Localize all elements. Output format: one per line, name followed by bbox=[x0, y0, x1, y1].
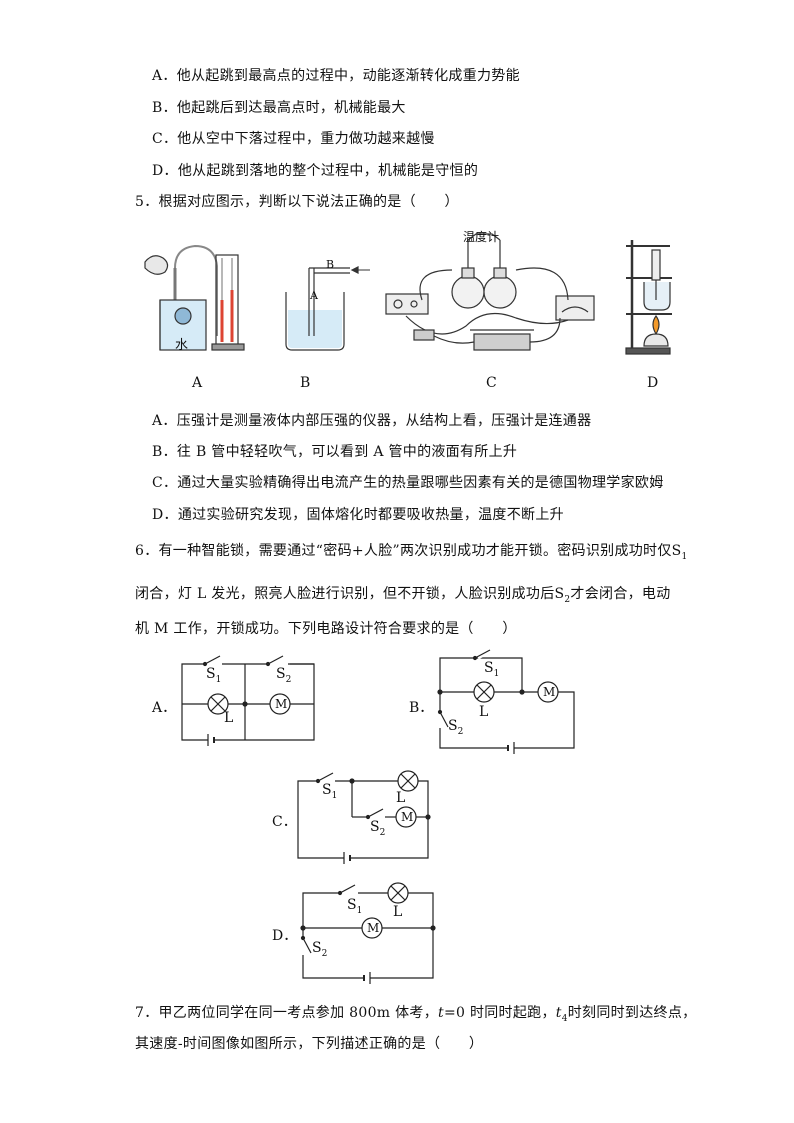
q7-stem-line1-a: 7．甲乙两位同学在同一考点参加 800m 体考， bbox=[135, 1005, 439, 1021]
fig-label-a: A bbox=[192, 375, 203, 391]
circuit-b-motor-label: M bbox=[543, 685, 556, 699]
circuit-a-s1: S1 bbox=[206, 666, 222, 685]
circuit-c-lamp-label: L bbox=[396, 790, 406, 806]
q4-option-b: B．他起跳后到达最高点时，机械能最大 bbox=[152, 100, 406, 116]
fig-b-tube-b-label: B bbox=[326, 258, 335, 271]
q6-stem-line2-a: 闭合，灯 L 发光，照亮人脸进行识别，但不开锁，人脸识别成功后S bbox=[135, 586, 565, 602]
circuit-c-motor-label: M bbox=[401, 810, 414, 824]
circuit-b-s2: S2 bbox=[448, 718, 464, 737]
q6-stem-line1-sub: 1 bbox=[681, 551, 688, 562]
circuit-d-s2: S2 bbox=[312, 940, 328, 959]
q6-option-b-label: B． bbox=[409, 700, 434, 716]
q5-figure-d bbox=[625, 240, 672, 355]
q5-option-c: C．通过大量实验精确得出电流产生的热量跟哪些因素有关的是德国物理学家欧姆 bbox=[152, 475, 664, 491]
q5-stem: 5．根据对应图示，判断以下说法正确的是（ ） bbox=[135, 194, 459, 210]
circuit-c-s2: S2 bbox=[370, 819, 386, 838]
q5-figure-a bbox=[144, 244, 245, 351]
circuit-c-s1: S1 bbox=[322, 782, 338, 801]
circuit-a-s2: S2 bbox=[276, 666, 292, 685]
q4-option-d: D．他从起跳到落地的整个过程中，机械能是守恒的 bbox=[152, 163, 479, 179]
q4-option-c: C．他从空中下落过程中，重力做功越来越慢 bbox=[152, 131, 435, 147]
q7-stem-line1-c: 时刻同时到达终点， bbox=[567, 1005, 697, 1021]
fig-c-thermometer-label: 温度计 bbox=[463, 230, 500, 244]
q7-t4-sub: 4 bbox=[561, 1013, 568, 1024]
q6-stem-line3: 机 M 工作，开锁成功。下列电路设计符合要求的是（ ） bbox=[135, 621, 517, 637]
circuit-a-motor-label: M bbox=[275, 697, 288, 711]
fig-label-b: B bbox=[300, 375, 311, 391]
q6-stem-line2: 闭合，灯 L 发光，照亮人脸进行识别，但不开锁，人脸识别成功后S2才会闭合，电动 bbox=[135, 583, 671, 605]
circuit-b-lamp-label: L bbox=[479, 704, 489, 720]
q5-option-a: A．压强计是测量液体内部压强的仪器，从结构上看，压强计是连通器 bbox=[152, 413, 592, 429]
circuit-c bbox=[297, 770, 431, 864]
fig-label-c: C bbox=[486, 375, 497, 391]
q6-option-c-label: C． bbox=[272, 814, 297, 830]
q4-option-a: A．他从起跳到最高点的过程中，动能逐渐转化成重力势能 bbox=[152, 68, 520, 84]
q5-option-d: D．通过实验研究发现，固体熔化时都要吸收热量，温度不断上升 bbox=[152, 507, 564, 523]
q6-stem-line2-b: 才会闭合，电动 bbox=[570, 586, 671, 602]
q7-stem-line1-b: =0 时同时起跑， bbox=[443, 1005, 556, 1021]
circuit-b bbox=[437, 648, 575, 754]
q7-stem-line2: 其速度-时间图像如图所示，下列描述正确的是（ ） bbox=[135, 1036, 484, 1052]
q7-stem-line1: 7．甲乙两位同学在同一考点参加 800m 体考，t=0 时同时起跑，t4时刻同时… bbox=[135, 1002, 696, 1024]
q7-t4-symbol: t bbox=[555, 1005, 562, 1021]
circuit-a bbox=[181, 655, 315, 746]
circuit-a-lamp-label: L bbox=[224, 710, 234, 726]
circuit-d bbox=[300, 882, 436, 984]
fig-a-water-label: 水 bbox=[175, 338, 189, 353]
circuit-d-s1: S1 bbox=[347, 897, 363, 916]
q6-stem-line1: 6．有一种智能锁，需要通过“密码+人脸”两次识别成功才能开锁。密码识别成功时仅S… bbox=[135, 540, 688, 562]
q5-figure-b bbox=[285, 266, 370, 351]
circuit-d-motor-label: M bbox=[367, 921, 380, 935]
q6-option-a-label: A． bbox=[152, 700, 177, 716]
circuit-b-s1: S1 bbox=[484, 660, 500, 679]
q5-option-b: B．往 B 管中轻轻吹气，可以看到 A 管中的液面有所上升 bbox=[152, 444, 518, 460]
circuit-d-lamp-label: L bbox=[393, 904, 403, 920]
q6-stem-line2-sub: 2 bbox=[564, 594, 571, 605]
q7-t-symbol: t bbox=[438, 1005, 444, 1021]
q6-option-d-label: D． bbox=[272, 928, 298, 944]
fig-b-tube-a-label: A bbox=[310, 289, 318, 302]
q6-stem-line1-text: 6．有一种智能锁，需要通过“密码+人脸”两次识别成功才能开锁。密码识别成功时仅S bbox=[135, 543, 682, 559]
fig-label-d: D bbox=[647, 375, 659, 391]
q5-figure-c bbox=[385, 233, 595, 351]
